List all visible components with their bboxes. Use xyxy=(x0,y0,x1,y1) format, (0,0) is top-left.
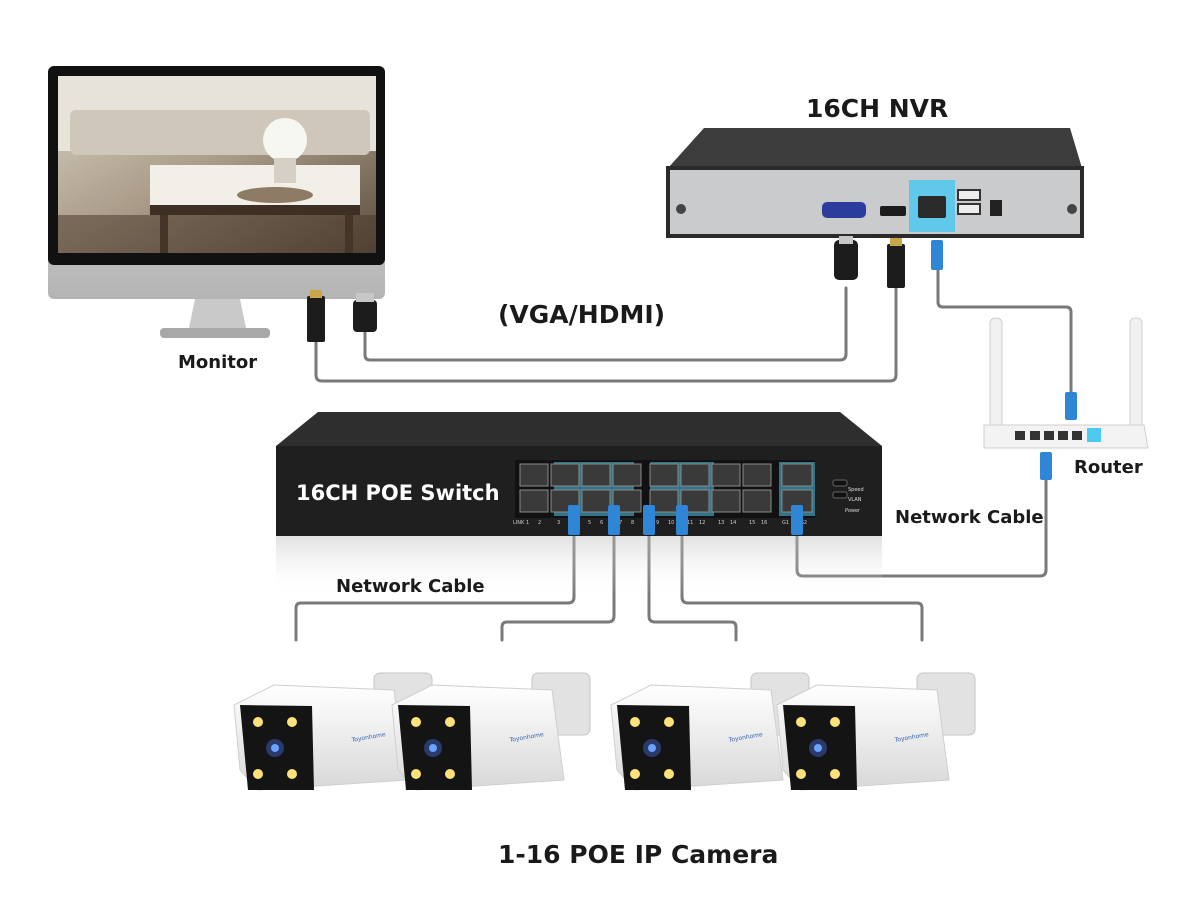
router-wan-plug-icon xyxy=(1065,392,1077,420)
switch-link-label: LINK xyxy=(513,520,525,526)
camera-cable-1 xyxy=(294,528,576,642)
monitor-label: Monitor xyxy=(178,352,257,373)
switch-port-number: 10 xyxy=(668,520,674,526)
switch-indicator-power: Power xyxy=(845,508,861,514)
switch-port xyxy=(742,463,772,487)
switch-uplink-plug-icon xyxy=(791,505,803,535)
nvr-vga-port xyxy=(822,202,866,218)
switch-port xyxy=(581,489,611,513)
network-cable-label-left: Network Cable xyxy=(336,576,485,597)
switch-plug-2-icon xyxy=(608,505,620,535)
switch-uplink-label-1: G1 xyxy=(782,520,789,526)
switch-port xyxy=(519,463,549,487)
switch-port-number: 1 xyxy=(526,520,529,526)
nvr-vga-plug-icon xyxy=(834,240,858,280)
camera-cable-4 xyxy=(680,528,924,642)
switch-port-number: 16 xyxy=(761,520,767,526)
switch-port xyxy=(680,489,710,513)
nvr-router-cable xyxy=(936,266,1073,394)
nvr-lan-plug-icon xyxy=(931,240,943,270)
switch-port-number: 12 xyxy=(699,520,705,526)
switch-indicator-vlan: VLAN xyxy=(848,497,862,503)
router-label: Router xyxy=(1074,457,1143,478)
switch-port xyxy=(519,489,549,513)
switch-port-number: 13 xyxy=(718,520,724,526)
ip-camera-1: Toyonhome xyxy=(233,672,433,791)
nvr-label: 16CH NVR xyxy=(806,94,948,123)
switch-port-grid xyxy=(519,463,813,513)
switch-plug-1-icon xyxy=(568,505,580,535)
switch-port xyxy=(612,489,642,513)
ip-camera-4: Toyonhome xyxy=(776,672,976,791)
switch-port-number: 14 xyxy=(730,520,736,526)
switch-port xyxy=(711,489,741,513)
router-lan-plug-icon xyxy=(1040,452,1052,480)
switch-port-number: 9 xyxy=(656,520,659,526)
switch-port xyxy=(550,463,580,487)
switch-port-number: 5 xyxy=(588,520,591,526)
cameras-label: 1-16 POE IP Camera xyxy=(498,840,778,869)
switch-port-number: 8 xyxy=(631,520,634,526)
switch-plug-4-icon xyxy=(676,505,688,535)
switch-port-number: 6 xyxy=(600,520,603,526)
switch-port-number: 7 xyxy=(619,520,622,526)
switch-port-number: 3 xyxy=(557,520,560,526)
hdmi-plug-icon xyxy=(307,296,325,342)
switch-port xyxy=(581,463,611,487)
nvr-hdmi-plug-icon xyxy=(887,244,905,288)
switch-port xyxy=(649,489,679,513)
vga-plug-icon xyxy=(353,300,377,332)
monitor xyxy=(48,66,385,342)
vga-cable xyxy=(363,286,848,362)
hdmi-cable xyxy=(314,286,898,383)
nvr-device xyxy=(666,128,1084,288)
vga-hdmi-label: (VGA/HDMI) xyxy=(498,300,665,329)
switch-port-number: 15 xyxy=(749,520,755,526)
nvr-hdmi-port xyxy=(880,206,906,216)
switch-port xyxy=(612,463,642,487)
switch-uplink-port xyxy=(781,463,813,487)
switch-indicator-speed: Speed xyxy=(848,487,864,493)
camera-cable-2 xyxy=(500,528,616,642)
switch-plug-3-icon xyxy=(643,505,655,535)
ip-camera-2: Toyonhome xyxy=(391,672,591,791)
poe-switch-label: 16CH POE Switch xyxy=(296,481,500,505)
camera-cable-3 xyxy=(647,528,738,642)
router-device xyxy=(983,317,1149,480)
switch-uplink-label-2: G2 xyxy=(800,520,807,526)
nvr-lan-port xyxy=(918,196,946,218)
switch-port xyxy=(711,463,741,487)
network-cable-label-right: Network Cable xyxy=(895,507,1044,528)
switch-port xyxy=(680,463,710,487)
switch-port-number: 11 xyxy=(687,520,693,526)
switch-port xyxy=(742,489,772,513)
switch-port xyxy=(649,463,679,487)
switch-port-number: 2 xyxy=(538,520,541,526)
poe-switch-device: 12345678910111213141516 LINK G1 G2 Speed… xyxy=(276,412,882,596)
